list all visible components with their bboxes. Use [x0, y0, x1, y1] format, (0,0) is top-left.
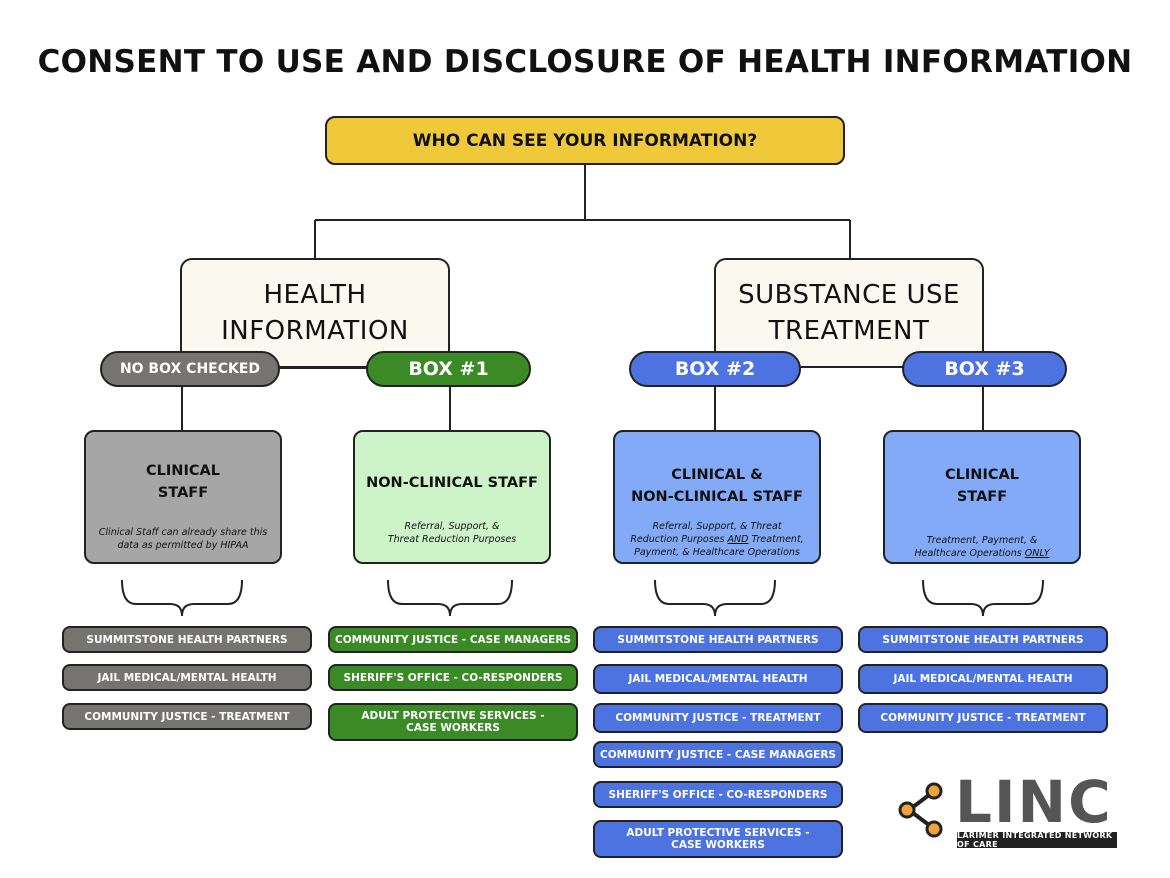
entity-item: COMMUNITY JUSTICE - CASE MANAGERS — [593, 741, 843, 768]
health-information-box: HEALTH INFORMATION — [180, 258, 450, 368]
staff-card-note: Clinical Staff can already share this da… — [98, 527, 268, 551]
entity-item: COMMUNITY JUSTICE - TREATMENT — [593, 703, 843, 733]
page-title: CONSENT TO USE AND DISCLOSURE OF HEALTH … — [37, 44, 1133, 80]
entity-item: ADULT PROTECTIVE SERVICES - CASE WORKERS — [593, 820, 843, 858]
staff-card-note: Referral, Support, & Threat Reduction Pu… — [630, 521, 804, 558]
staff-card-note: Referral, Support, & Threat Reduction Pu… — [387, 521, 517, 545]
box-1-pill: BOX #1 — [366, 351, 531, 387]
entity-item: SUMMITSTONE HEALTH PARTNERS — [593, 626, 843, 653]
entity-item: COMMUNITY JUSTICE - CASE MANAGERS — [328, 626, 578, 653]
staff-card-note: Treatment, Payment, & Healthcare Operati… — [914, 535, 1050, 559]
entity-item: JAIL MEDICAL/MENTAL HEALTH — [62, 664, 312, 691]
entity-item: SHERIFF'S OFFICE - CO-RESPONDERS — [593, 781, 843, 808]
staff-card-box-1: NON-CLINICAL STAFF Referral, Support, & … — [353, 430, 551, 564]
staff-card-title: CLINICAL STAFF — [146, 463, 220, 501]
entity-item: COMMUNITY JUSTICE - TREATMENT — [858, 703, 1108, 733]
staff-card-title: CLINICAL STAFF — [945, 467, 1019, 505]
staff-card-no-box: CLINICAL STAFF Clinical Staff can alread… — [84, 430, 282, 564]
logo-tagline: LARIMER INTEGRATED NETWORK OF CARE — [957, 831, 1117, 849]
who-can-see-box: WHO CAN SEE YOUR INFORMATION? — [325, 116, 845, 165]
staff-card-title: NON-CLINICAL STAFF — [366, 475, 538, 491]
staff-card-box-2: CLINICAL & NON-CLINICAL STAFF Referral, … — [613, 430, 821, 564]
entity-item: ADULT PROTECTIVE SERVICES - CASE WORKERS — [328, 703, 578, 741]
share-icon — [898, 782, 943, 838]
entity-item: JAIL MEDICAL/MENTAL HEALTH — [858, 664, 1108, 694]
box-2-pill: BOX #2 — [629, 351, 801, 387]
linc-logo: LINC LARIMER INTEGRATED NETWORK OF CARE — [895, 770, 1120, 852]
substance-use-treatment-box: SUBSTANCE USE TREATMENT — [714, 258, 984, 368]
no-box-checked-pill: NO BOX CHECKED — [100, 351, 280, 387]
entity-item: SHERIFF'S OFFICE - CO-RESPONDERS — [328, 664, 578, 691]
entity-item: SUMMITSTONE HEALTH PARTNERS — [62, 626, 312, 653]
logo-wordmark: LINC — [955, 768, 1113, 836]
entity-item: SUMMITSTONE HEALTH PARTNERS — [858, 626, 1108, 653]
staff-card-title: CLINICAL & NON-CLINICAL STAFF — [631, 467, 803, 505]
entity-item: JAIL MEDICAL/MENTAL HEALTH — [593, 664, 843, 694]
staff-card-box-3: CLINICAL STAFF Treatment, Payment, & Hea… — [883, 430, 1081, 564]
entity-item: COMMUNITY JUSTICE - TREATMENT — [62, 703, 312, 730]
box-3-pill: BOX #3 — [902, 351, 1067, 387]
